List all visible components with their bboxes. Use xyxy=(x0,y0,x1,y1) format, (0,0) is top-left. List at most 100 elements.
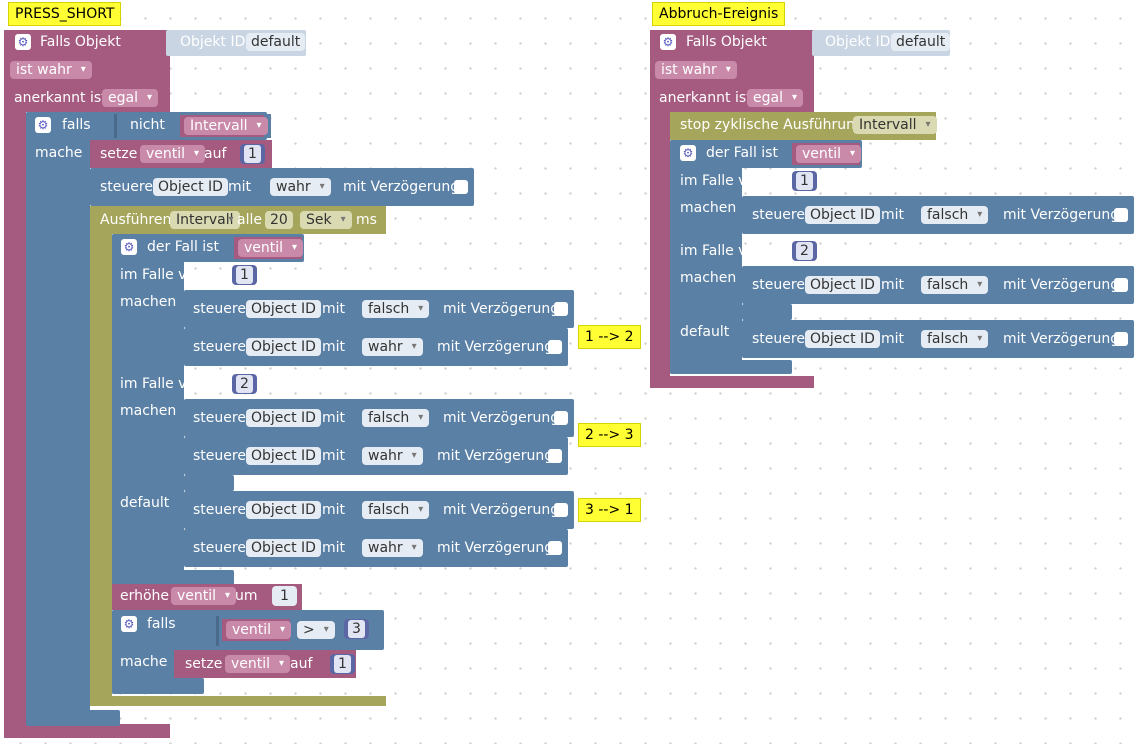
object-id-field[interactable]: Object ID xyxy=(805,276,880,294)
number-block[interactable]: 1 xyxy=(792,171,817,191)
delay-checkbox[interactable] xyxy=(548,541,562,555)
interval-value-field[interactable]: 20 xyxy=(265,211,293,229)
nicht-label: nicht xyxy=(130,117,165,133)
gear-icon[interactable]: ⚙ xyxy=(121,239,137,255)
delay-label: mit Verzögerung xyxy=(443,301,560,317)
value-dropdown[interactable]: wahr xyxy=(362,447,423,465)
delay-label: mit Verzögerung xyxy=(437,448,554,464)
number-block[interactable]: 1 xyxy=(330,654,355,674)
script-title-press-short[interactable]: PRESS_SHORT xyxy=(8,2,122,26)
mit-label: mit xyxy=(322,410,346,426)
script-title-abbruch[interactable]: Abbruch-Ereignis xyxy=(652,2,786,26)
steuere-label: steuere xyxy=(752,277,805,293)
gear-icon[interactable]: ⚙ xyxy=(680,145,696,161)
object-id-field[interactable]: Object ID xyxy=(246,409,321,427)
object-id-field[interactable]: Object ID xyxy=(805,206,880,224)
object-id-field[interactable]: Object ID xyxy=(246,501,321,519)
delay-checkbox[interactable] xyxy=(1114,332,1128,346)
mit-label: mit xyxy=(322,301,346,317)
object-id-field[interactable]: default xyxy=(891,33,951,51)
variable-dropdown[interactable]: ventil xyxy=(796,145,862,163)
um-label: um xyxy=(235,588,258,604)
value-dropdown[interactable]: wahr xyxy=(362,539,423,557)
gear-icon[interactable]: ⚙ xyxy=(660,34,676,50)
delay-checkbox[interactable] xyxy=(554,411,568,425)
steuere-label: steuere xyxy=(193,540,246,556)
steuere-label: steuere xyxy=(193,448,246,464)
interval-dropdown[interactable]: Intervall xyxy=(853,116,937,134)
condition-dropdown[interactable]: ist wahr xyxy=(10,61,92,79)
variable-dropdown[interactable]: ventil xyxy=(238,239,304,257)
anerkannt-label: anerkannt ist xyxy=(659,90,752,106)
auf-label: auf xyxy=(290,656,313,672)
delay-checkbox[interactable] xyxy=(548,449,562,463)
value-dropdown[interactable]: wahr xyxy=(270,178,331,196)
value-dropdown[interactable]: falsch xyxy=(362,300,430,318)
comment-note[interactable]: 3 --> 1 xyxy=(578,498,641,522)
event-block-footer xyxy=(4,724,170,738)
object-id-field[interactable]: Object ID xyxy=(246,300,321,318)
case-label: im Falle von xyxy=(680,173,764,189)
value-dropdown[interactable]: wahr xyxy=(362,338,423,356)
delay-checkbox[interactable] xyxy=(1114,278,1128,292)
delay-checkbox[interactable] xyxy=(554,503,568,517)
number-block[interactable]: 1 xyxy=(232,265,257,285)
value-dropdown[interactable]: falsch xyxy=(362,501,430,519)
object-id-field[interactable]: Object ID xyxy=(153,178,228,196)
machen-label: machen xyxy=(680,200,737,216)
mache-label: mache xyxy=(120,654,168,670)
comment-note[interactable]: 1 --> 2 xyxy=(578,325,641,349)
anerkannt-label: anerkannt ist xyxy=(14,90,107,106)
steuere-label: steuere xyxy=(752,207,805,223)
delay-checkbox[interactable] xyxy=(554,302,568,316)
erhoehe-label: erhöhe xyxy=(120,588,170,604)
object-id-field[interactable]: Object ID xyxy=(805,330,880,348)
delay-checkbox[interactable] xyxy=(548,340,562,354)
delay-checkbox[interactable] xyxy=(1114,208,1128,222)
unit-dropdown[interactable]: Sek xyxy=(300,211,352,229)
delay-label: mit Verzögerung xyxy=(1003,207,1120,223)
value-dropdown[interactable]: falsch xyxy=(921,330,989,348)
delay-checkbox[interactable] xyxy=(454,180,468,194)
delay-label: mit Verzögerung xyxy=(1003,277,1120,293)
gear-icon[interactable]: ⚙ xyxy=(35,117,51,133)
number-block[interactable]: 1 xyxy=(272,586,297,606)
ack-dropdown[interactable]: egal xyxy=(102,89,158,107)
object-id-field[interactable]: Object ID xyxy=(246,539,321,557)
statement-connector xyxy=(184,475,234,491)
case-label: im Falle von xyxy=(680,243,764,259)
gear-icon[interactable]: ⚙ xyxy=(121,616,137,632)
object-id-field[interactable]: Object ID xyxy=(246,447,321,465)
steuere-label: steuere xyxy=(752,331,805,347)
falls-label: falls xyxy=(147,616,176,632)
comment-note[interactable]: 2 --> 3 xyxy=(578,423,641,447)
variable-dropdown[interactable]: ventil xyxy=(226,621,292,639)
steuere-label: steuere xyxy=(193,502,246,518)
number-block[interactable]: 2 xyxy=(792,241,817,261)
number-block[interactable]: 1 xyxy=(240,144,265,164)
number-block[interactable]: 2 xyxy=(232,374,257,394)
object-id-field[interactable]: Object ID xyxy=(246,338,321,356)
machen-label: machen xyxy=(680,270,737,286)
default-label: default xyxy=(680,324,730,340)
switch-block-footer xyxy=(112,570,234,586)
value-dropdown[interactable]: falsch xyxy=(921,206,989,224)
condition-dropdown[interactable]: ist wahr xyxy=(655,61,737,79)
event-block-footer xyxy=(650,376,814,388)
gear-icon[interactable]: ⚙ xyxy=(15,34,31,50)
value-dropdown[interactable]: falsch xyxy=(362,409,430,427)
value-dropdown[interactable]: falsch xyxy=(921,276,989,294)
variable-dropdown[interactable]: ventil xyxy=(171,587,237,605)
variable-dropdown[interactable]: ventil xyxy=(225,655,291,673)
ack-dropdown[interactable]: egal xyxy=(747,89,803,107)
object-id-field[interactable]: default xyxy=(246,33,306,51)
falls-label: falls xyxy=(62,117,91,133)
variable-dropdown[interactable]: ventil xyxy=(140,145,206,163)
number-block[interactable]: 3 xyxy=(344,619,369,639)
interval-variable-dropdown[interactable]: Intervall xyxy=(184,117,268,135)
mit-label: mit xyxy=(322,540,346,556)
operator-dropdown[interactable]: > xyxy=(297,621,335,639)
delay-label: mit Verzögerung xyxy=(437,339,554,355)
interval-name-field[interactable]: Intervall xyxy=(170,211,240,229)
steuere-label: steuere xyxy=(193,410,246,426)
